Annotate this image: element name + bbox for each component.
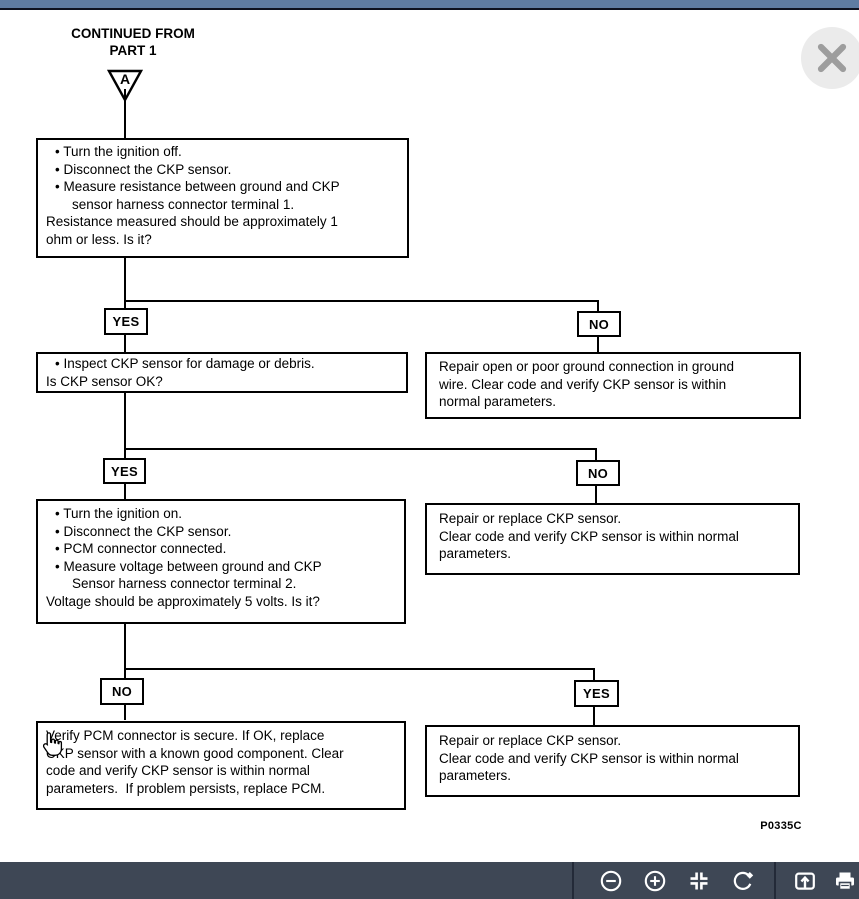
- connector-line: [124, 252, 126, 310]
- flow-text-line: Repair open or poor ground connection in…: [439, 359, 734, 374]
- fit-to-screen-button[interactable]: [686, 868, 712, 894]
- flow-text-line: ohm or less. Is it?: [46, 231, 152, 247]
- zoom-in-icon: [644, 870, 666, 892]
- close-icon: [817, 43, 847, 73]
- connector-line: [124, 448, 597, 450]
- branch-label-yes-3: YES: [574, 680, 619, 707]
- branch-label-no-2: NO: [576, 460, 620, 486]
- connector-line: [124, 668, 595, 670]
- flow-box-step4: Verify PCM connector is secure. If OK, r…: [36, 721, 406, 810]
- top-page-bar: [0, 0, 859, 10]
- flow-text-line: sensor harness connector terminal 1.: [72, 196, 295, 212]
- connector-line: [593, 703, 595, 726]
- flow-box-step1: • Turn the ignition off. • Disconnect th…: [36, 138, 409, 258]
- flow-text-line: parameters. If problem persists, replace…: [46, 780, 326, 796]
- flow-text-line: Voltage should be approximately 5 volts.…: [46, 593, 320, 609]
- flow-box-step2: • Inspect CKP sensor for damage or debri…: [36, 352, 408, 393]
- flow-text-line: parameters.: [439, 768, 512, 783]
- flow-text-line: parameters.: [439, 546, 512, 561]
- rotate-icon: [733, 871, 754, 890]
- connector-line: [124, 300, 598, 302]
- branch-label-no-3: NO: [100, 678, 144, 705]
- connector-line: [593, 668, 595, 682]
- flow-text-line: Repair or replace CKP sensor.: [439, 733, 622, 748]
- flow-text-line: normal parameters.: [439, 394, 557, 409]
- flow-text-line: Clear code and verify CKP sensor is with…: [439, 528, 739, 544]
- connector-line: [124, 89, 126, 138]
- diagram-title: CONTINUED FROM PART 1: [43, 25, 223, 59]
- flow-text-line: wire. Clear code and verify CKP sensor i…: [439, 376, 727, 392]
- close-button[interactable]: [801, 27, 859, 89]
- flow-box-result-replace-1: Repair or replace CKP sensor. Clear code…: [425, 503, 800, 575]
- flow-text-line: CKP sensor with a known good component. …: [46, 745, 344, 761]
- connector-line: [597, 300, 599, 312]
- zoom-out-icon: [600, 870, 622, 892]
- flow-text-line: • Inspect CKP sensor for damage or debri…: [55, 356, 315, 371]
- rotate-button[interactable]: [730, 868, 756, 894]
- flow-text-line: • Disconnect the CKP sensor.: [55, 161, 232, 177]
- diagram-title-line1: CONTINUED FROM: [71, 26, 195, 41]
- flow-text-line: • Turn the ignition on.: [55, 506, 183, 521]
- flow-text-line: • Disconnect the CKP sensor.: [55, 523, 232, 539]
- flow-text-line: Verify PCM connector is secure. If OK, r…: [46, 728, 325, 743]
- flow-text-line: Is CKP sensor OK?: [46, 373, 163, 389]
- flow-box-result-ground: Repair open or poor ground connection in…: [425, 352, 801, 419]
- toolbar-divider: [572, 862, 574, 899]
- flow-text-line: Clear code and verify CKP sensor is with…: [439, 750, 739, 766]
- flow-box-step3: • Turn the ignition on. • Disconnect the…: [36, 499, 406, 624]
- flow-text-line: Sensor harness connector terminal 2.: [72, 576, 297, 591]
- flow-text-line: • Measure voltage between ground and CKP: [55, 558, 322, 574]
- flow-text-line: • Turn the ignition off.: [55, 144, 182, 159]
- flow-text-line: • Measure resistance between ground and …: [55, 179, 340, 194]
- svg-text:A: A: [120, 71, 130, 87]
- print-icon: [836, 872, 854, 891]
- flow-text-line: Resistance measured should be approximat…: [46, 214, 338, 229]
- toolbar-divider: [774, 862, 776, 899]
- flow-text-line: code and verify CKP sensor is within nor…: [46, 763, 310, 778]
- branch-label-yes-2: YES: [103, 458, 146, 484]
- flow-box-result-replace-2: Repair or replace CKP sensor. Clear code…: [425, 725, 800, 797]
- print-button[interactable]: [832, 868, 858, 894]
- zoom-in-button[interactable]: [642, 868, 668, 894]
- connector-line: [595, 482, 597, 504]
- connector-line: [595, 448, 597, 462]
- viewer-toolbar: [0, 862, 859, 899]
- diagram-canvas: CONTINUED FROM PART 1 A YES NO YES NO NO…: [0, 10, 859, 862]
- export-icon: [795, 872, 815, 890]
- figure-code: P0335C: [760, 820, 802, 832]
- fit-to-screen-icon: [690, 872, 708, 890]
- export-button[interactable]: [792, 868, 818, 894]
- zoom-out-button[interactable]: [598, 868, 624, 894]
- connector-a-symbol: A: [107, 69, 143, 103]
- diagram-title-line2: PART 1: [109, 43, 157, 58]
- flow-text-line: Repair or replace CKP sensor.: [439, 511, 622, 526]
- connector-line: [597, 333, 599, 352]
- branch-label-yes-1: YES: [104, 308, 148, 335]
- connector-line: [124, 388, 126, 450]
- connector-line: [124, 614, 126, 670]
- branch-label-no-1: NO: [577, 311, 621, 337]
- flow-text-line: • PCM connector connected.: [55, 541, 227, 556]
